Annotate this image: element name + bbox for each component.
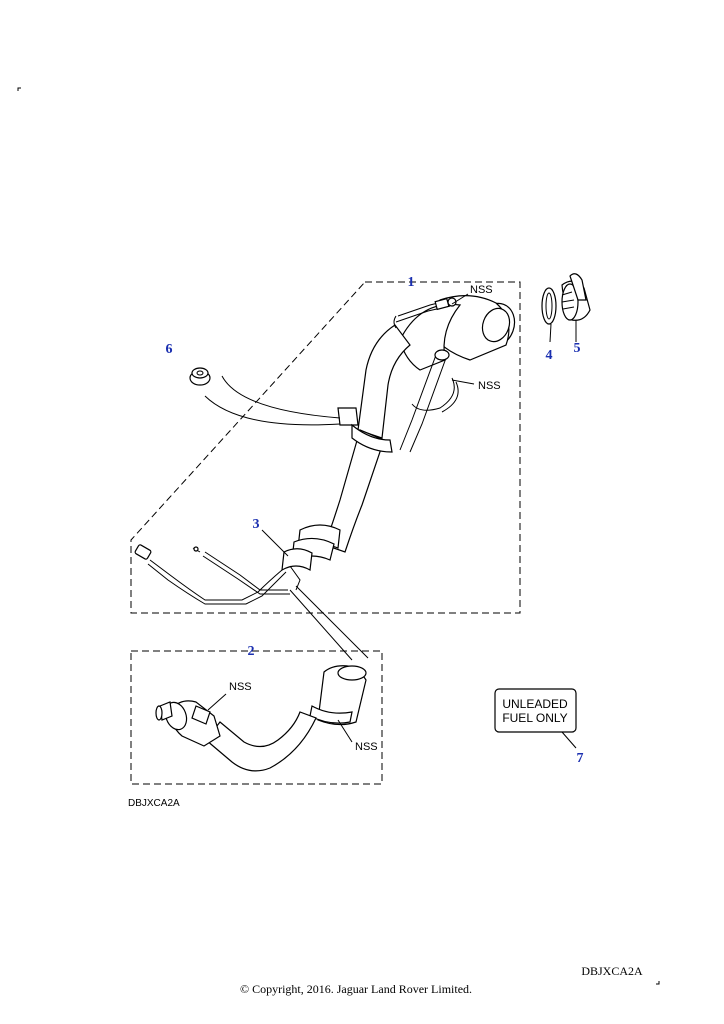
leader-3 [261,529,289,557]
callout-4: 4 [546,348,553,363]
nss-label-right: NSS [478,380,501,392]
page-code: DBJXCA2A [581,964,643,978]
nss-label-inset-right: NSS [355,741,378,753]
nss-label-top: NSS [470,284,493,296]
seal-ring-part-4 [541,287,557,325]
callout-2: 2 [248,644,255,659]
copyright-text: © Copyright, 2016. Jaguar Land Rover Lim… [240,982,472,996]
fuel-cap-part-5 [561,273,591,321]
callout-6: 6 [166,342,173,357]
leader-4 [549,323,552,343]
leader-6b [204,395,341,426]
leader-nss-top [451,293,469,305]
callout-5: 5 [574,341,581,356]
diagram-code: DBJXCA2A [128,798,180,809]
corner-mark-bottom-right [656,981,660,985]
grommet-part-6 [189,367,211,386]
label-line-2: FUEL ONLY [502,711,567,725]
assembly-1-boundary [130,281,521,614]
leader-nss-right [451,379,475,385]
leader-nss-inset-right [337,719,353,743]
inset-pipe [155,665,367,772]
leader-nss-inset-left [207,693,227,711]
corner-mark-top-left [17,87,21,91]
callout-7: 7 [577,751,584,766]
callout-1: 1 [408,275,415,290]
inset-leader [289,585,369,661]
filler-neck [134,295,516,605]
callout-3: 3 [253,517,260,532]
nss-label-inset-left: NSS [229,681,252,693]
leader-7 [561,731,577,749]
leader-6a [221,375,341,419]
unleaded-label-part-7 [494,688,577,733]
label-line-1: UNLEADED [502,697,568,711]
assembly-2-boundary [130,650,383,785]
